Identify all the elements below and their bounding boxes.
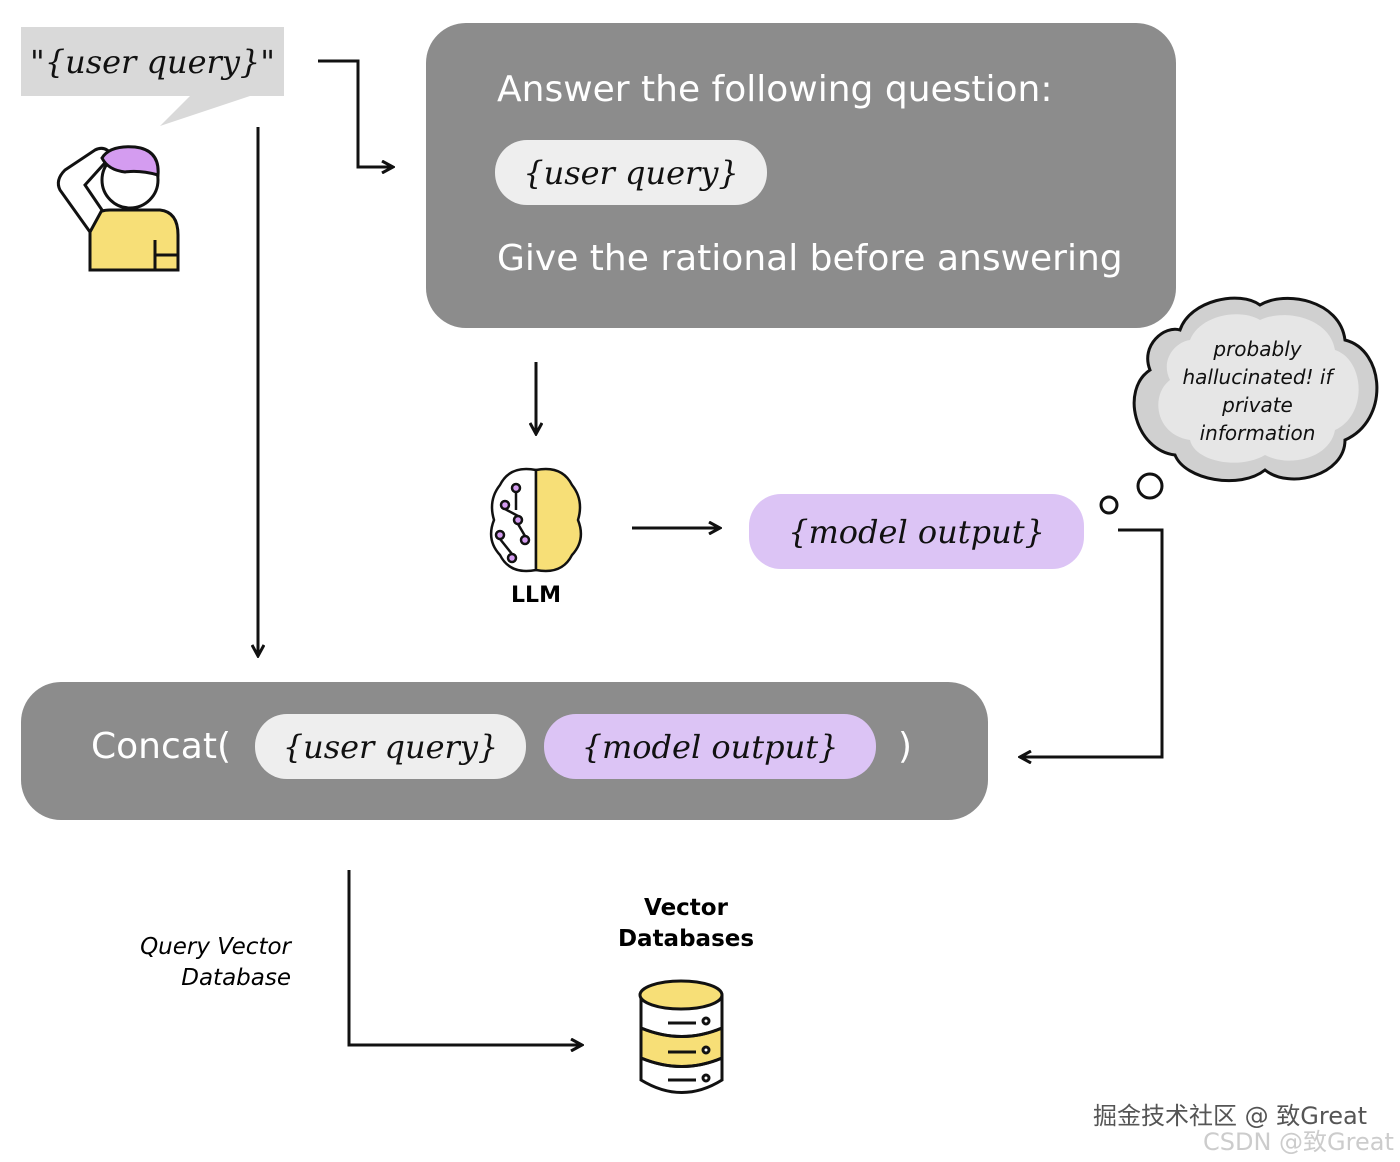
concat-box: Concat( {user query} {model output} ) [21, 682, 988, 820]
vector-db-label: Vector Databases [586, 893, 786, 955]
concat-user-query-text: {user query} [282, 727, 499, 766]
prompt-line-1: Answer the following question: [497, 69, 1053, 110]
speech-bubble-tail [160, 96, 250, 126]
vector-db-line-1: Vector [644, 895, 728, 921]
vector-db-line-2: Databases [617, 926, 755, 952]
concat-prefix: Concat( [91, 726, 231, 767]
prompt-box: Answer the following question: {user que… [426, 23, 1176, 328]
model-output-text: {model output} [788, 512, 1045, 551]
speech-bubble-text: "{user query}" [30, 42, 275, 81]
concat-suffix: ) [898, 726, 913, 767]
cloud-icon [1132, 296, 1379, 483]
model-output-pill: {model output} [749, 494, 1084, 569]
query-label-line-1: Query Vector [140, 934, 291, 960]
concat-model-output-pill: {model output} [544, 714, 876, 779]
person-icon [56, 145, 180, 272]
database-icon [638, 979, 724, 1094]
prompt-line-2: Give the rational before answering [497, 238, 1123, 279]
arrow-concat-to-db [347, 870, 582, 1045]
brain-icon [489, 467, 583, 573]
concat-model-output-text: {model output} [581, 727, 839, 766]
arrow-to-prompt [318, 59, 393, 167]
llm-label: LLM [511, 583, 561, 608]
concat-user-query-pill: {user query} [255, 714, 526, 779]
thought-cloud-text: probably hallucinated! if private inform… [1182, 337, 1333, 445]
watermark-line-1: 掘金技术社区 @ 致Great [1093, 1102, 1368, 1130]
watermark: 掘金技术社区 @ 致Great CSDN @致Great [1093, 1103, 1394, 1155]
prompt-user-query-text: {user query} [523, 153, 739, 192]
arrow-output-to-concat [1020, 528, 1164, 757]
query-vector-label: Query Vector Database [90, 932, 291, 994]
speech-bubble: "{user query}" [21, 27, 284, 96]
watermark-line-2: CSDN @致Great [1203, 1128, 1394, 1156]
prompt-user-query-pill: {user query} [495, 140, 767, 205]
query-label-line-2: Database [181, 965, 291, 991]
